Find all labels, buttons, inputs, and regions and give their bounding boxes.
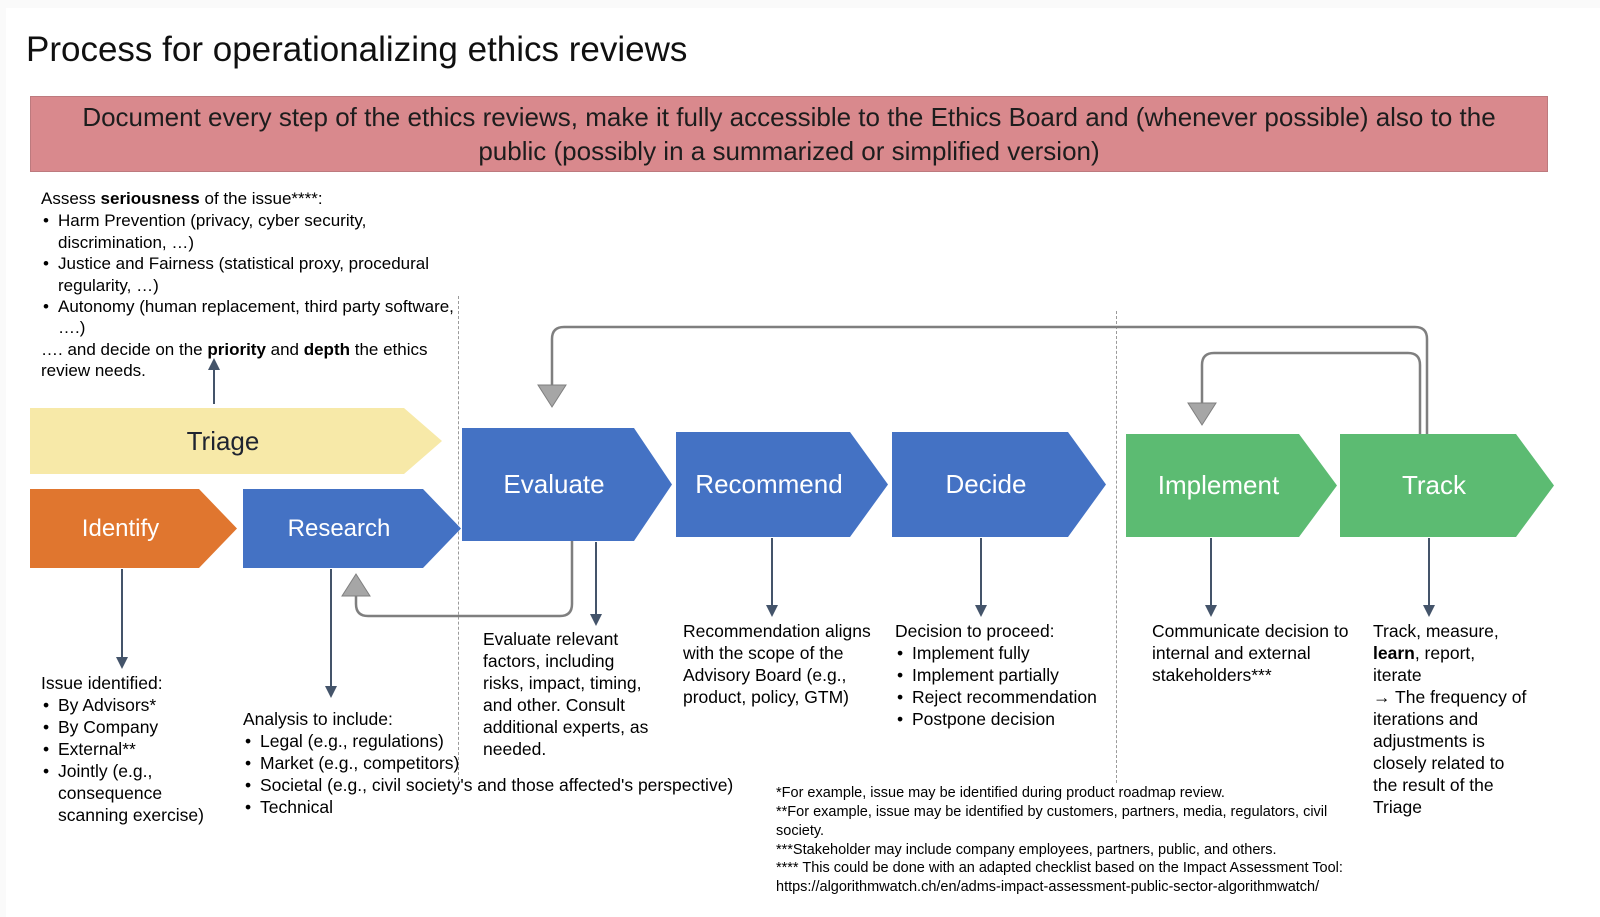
assess-bullet: Autonomy (human replacement, third party…	[41, 296, 475, 339]
phase-separator-right	[1116, 311, 1117, 783]
note-track-p1: Track, measure,	[1373, 621, 1499, 641]
step-identify-label: Identify	[81, 514, 160, 542]
note-research-heading: Analysis to include:	[243, 709, 393, 729]
assess-outro-p3: the ethics review needs.	[41, 339, 428, 381]
assess-outro-b1: priority	[207, 339, 266, 359]
note-implement-text: Communicate decision to internal and ext…	[1152, 621, 1349, 686]
note-identify: Issue identified: By Advisors* By Compan…	[41, 672, 223, 826]
note-bullet: Societal (e.g., civil society's and thos…	[243, 774, 788, 796]
arrow-implement-note	[1205, 538, 1217, 617]
footnote: *For example, issue may be identified du…	[776, 785, 1225, 801]
loop-track-to-implement-arrow	[1187, 351, 1422, 434]
phase-separator-left	[458, 296, 459, 780]
step-decide-label: Decide	[945, 469, 1027, 499]
note-track-line2: → The frequency of iterations and adjust…	[1373, 687, 1527, 818]
note-decide: Decision to proceed: Implement fully Imp…	[895, 620, 1117, 730]
assess-intro-bold: seriousness	[100, 189, 200, 208]
footnotes: *For example, issue may be identified du…	[776, 784, 1348, 897]
step-research: Research	[243, 489, 461, 568]
note-research: Analysis to include: Legal (e.g., regula…	[243, 708, 788, 818]
document-banner-text: Document every step of the ethics review…	[82, 101, 1496, 166]
note-implement: Communicate decision to internal and ext…	[1152, 620, 1350, 686]
note-bullet: Reject recommendation	[895, 686, 1117, 708]
assess-intro-pre: Assess	[41, 189, 101, 208]
assess-outro: …. and decide on the priority and depth …	[41, 339, 475, 382]
step-research-label: Research	[287, 514, 391, 542]
triage-assessment-note: Assess seriousness of the issue****: Har…	[41, 188, 475, 383]
assess-outro-p2: and	[265, 339, 304, 359]
step-triage: Triage	[30, 408, 442, 474]
note-track-p2: , report, iterate	[1373, 643, 1476, 686]
note-decide-heading: Decision to proceed:	[895, 621, 1055, 641]
note-recommend: Recommendation aligns with the scope of …	[683, 620, 887, 708]
document-banner: Document every step of the ethics review…	[30, 96, 1548, 172]
note-bullet: Market (e.g., competitors)	[243, 752, 788, 774]
step-track-label: Track	[1401, 470, 1467, 500]
assess-intro: Assess seriousness of the issue****:	[41, 188, 475, 209]
note-identify-list: By Advisors* By Company External** Joint…	[41, 694, 223, 826]
note-research-list: Legal (e.g., regulations) Market (e.g., …	[243, 730, 788, 818]
note-bullet: Postpone decision	[895, 708, 1117, 730]
footnote: ***Stakeholder may include company emplo…	[776, 841, 1277, 858]
note-bullet: Legal (e.g., regulations)	[243, 730, 788, 752]
note-track-b1: learn	[1373, 643, 1415, 664]
note-bullet: Implement partially	[895, 664, 1117, 686]
assess-bullet-list: Harm Prevention (privacy, cyber security…	[41, 210, 475, 338]
step-evaluate-label: Evaluate	[503, 469, 605, 499]
loop-track-to-evaluate-arrow	[537, 325, 1429, 434]
arrow-track-note	[1423, 538, 1435, 617]
note-recommend-text: Recommendation aligns with the scope of …	[683, 621, 871, 708]
page-title: Process for operationalizing ethics revi…	[26, 30, 688, 69]
note-bullet: Technical	[243, 796, 788, 818]
step-triage-label: Triage	[186, 425, 260, 456]
step-recommend-label: Recommend	[695, 469, 843, 499]
step-identify: Identify	[30, 489, 237, 568]
footnote: **** This could be done with an adapted …	[776, 860, 1343, 896]
note-bullet: Implement fully	[895, 642, 1117, 664]
assess-intro-post: of the issue****:	[199, 189, 323, 208]
step-implement: Implement	[1126, 434, 1337, 537]
arrow-evaluate-note	[590, 542, 602, 626]
arrow-recommend-note	[766, 538, 778, 617]
step-recommend: Recommend	[676, 432, 888, 537]
note-evaluate: Evaluate relevant factors, including ris…	[483, 628, 659, 760]
note-track: Track, measure, learn, report, iterate →…	[1373, 620, 1527, 818]
note-bullet: Jointly (e.g., consequence scanning exer…	[41, 760, 223, 826]
note-identify-heading: Issue identified:	[41, 673, 163, 693]
note-bullet: By Company	[41, 716, 223, 738]
step-track: Track	[1340, 434, 1554, 537]
footnote: **For example, issue may be identified b…	[776, 803, 1328, 839]
arrow-decide-note	[975, 538, 987, 617]
step-evaluate: Evaluate	[462, 428, 672, 541]
note-track-line1: Track, measure, learn, report, iterate	[1373, 620, 1527, 686]
assess-outro-p1: …. and decide on the	[41, 339, 208, 359]
note-bullet: By Advisors*	[41, 694, 223, 716]
step-decide: Decide	[892, 432, 1106, 537]
note-decide-list: Implement fully Implement partially Reje…	[895, 642, 1117, 730]
step-implement-label: Implement	[1157, 470, 1280, 500]
assess-outro-b2: depth	[303, 339, 350, 359]
note-evaluate-text: Evaluate relevant factors, including ris…	[483, 629, 649, 760]
note-bullet: External**	[41, 738, 223, 760]
assess-bullet: Justice and Fairness (statistical proxy,…	[41, 253, 475, 296]
arrow-research-note	[325, 569, 337, 698]
arrow-identify-note	[116, 569, 128, 669]
assess-bullet: Harm Prevention (privacy, cyber security…	[41, 210, 475, 253]
